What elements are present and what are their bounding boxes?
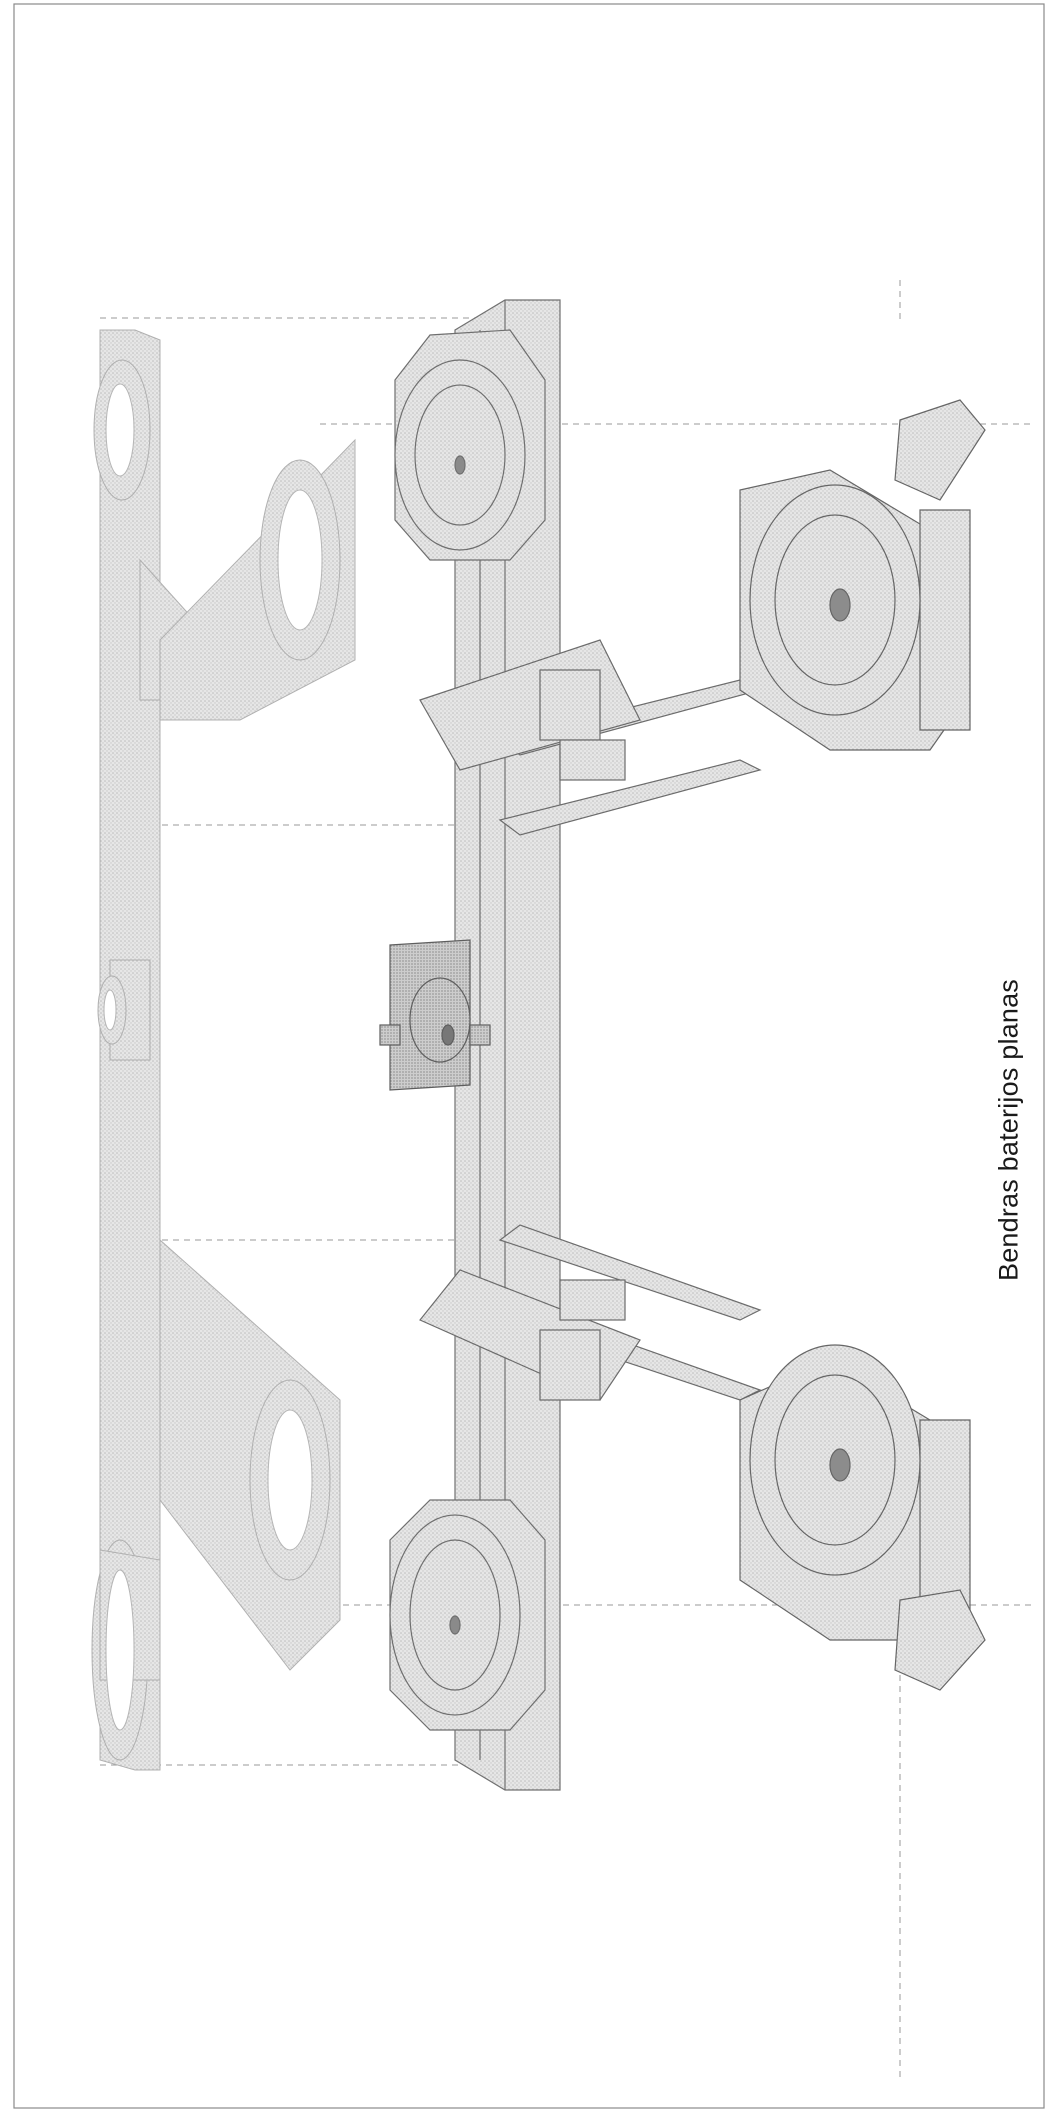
upper-right-wheel bbox=[739, 399, 986, 751]
sheet-border bbox=[13, 3, 1045, 2109]
side-projection bbox=[91, 329, 356, 1771]
side-projection-holes bbox=[103, 383, 323, 1731]
drawing-caption: Bendras baterijos planas bbox=[993, 979, 1024, 1281]
central-hub bbox=[379, 939, 491, 1091]
upper-arm bbox=[419, 639, 762, 836]
bottom-left-wheel bbox=[389, 1499, 546, 1731]
lower-right-wheel bbox=[739, 1344, 986, 1691]
top-left-wheel bbox=[394, 329, 546, 561]
lower-arm bbox=[419, 1224, 762, 1401]
